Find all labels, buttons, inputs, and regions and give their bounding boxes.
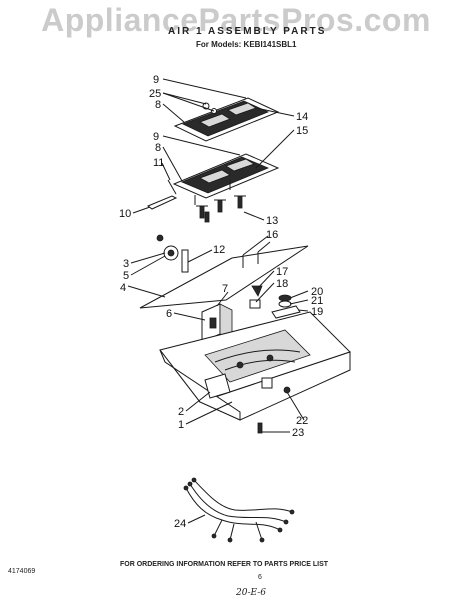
diagram-title: AIR 1 ASSEMBLY PARTS bbox=[168, 26, 327, 37]
upper-circuit-board bbox=[173, 97, 280, 142]
ordering-note: FOR ORDERING INFORMATION REFER TO PARTS … bbox=[120, 561, 329, 568]
callout-8-top: 8 bbox=[155, 99, 161, 111]
base-pan bbox=[159, 311, 351, 421]
callout-5: 5 bbox=[123, 270, 129, 282]
callout-14: 14 bbox=[296, 111, 308, 123]
callout-17: 17 bbox=[276, 266, 288, 278]
leader-lines bbox=[127, 78, 309, 524]
callout-3: 3 bbox=[123, 258, 129, 270]
callout-10: 10 bbox=[119, 208, 131, 220]
callout-13: 13 bbox=[266, 215, 278, 227]
fastener-stack bbox=[249, 285, 301, 319]
callout-23: 23 bbox=[292, 427, 304, 439]
callout-8-lower: 8 bbox=[155, 142, 161, 154]
callout-9-top: 9 bbox=[153, 74, 159, 86]
callout-9-lower: 9 bbox=[153, 131, 159, 143]
callout-21: 21 bbox=[311, 295, 323, 307]
page-number: 6 bbox=[258, 574, 262, 581]
callout-22: 22 bbox=[296, 415, 308, 427]
callout-7: 7 bbox=[222, 283, 228, 295]
callout-2: 2 bbox=[178, 406, 184, 418]
wire-clip bbox=[147, 179, 178, 210]
callout-25: 25 bbox=[149, 88, 161, 100]
lower-circuit-board bbox=[172, 153, 280, 205]
callout-24: 24 bbox=[174, 518, 186, 530]
callout-18: 18 bbox=[276, 278, 288, 290]
document-number: 4174069 bbox=[8, 568, 36, 575]
callout-12: 12 bbox=[213, 244, 225, 256]
models-subtitle: For Models: KEBI141SBL1 bbox=[196, 40, 297, 49]
mounting-screw bbox=[257, 386, 291, 434]
callout-labels: 9 25 8 14 9 15 8 11 10 13 16 12 3 5 4 7 … bbox=[119, 74, 323, 530]
heat-shield-plate bbox=[139, 245, 309, 309]
callout-11: 11 bbox=[153, 157, 164, 169]
callout-4: 4 bbox=[120, 282, 126, 294]
callout-20: 20 bbox=[311, 286, 323, 298]
callout-6: 6 bbox=[166, 308, 172, 320]
standoff-screws bbox=[196, 195, 246, 223]
relay-assembly bbox=[201, 303, 233, 343]
callout-1: 1 bbox=[178, 419, 184, 431]
handwritten-note: 20-E-6 bbox=[236, 588, 266, 598]
wire-harness bbox=[183, 477, 295, 543]
callout-19: 19 bbox=[311, 306, 323, 318]
callout-15: 15 bbox=[296, 125, 308, 137]
callout-16: 16 bbox=[266, 229, 278, 241]
thermostat-bracket bbox=[156, 234, 189, 273]
